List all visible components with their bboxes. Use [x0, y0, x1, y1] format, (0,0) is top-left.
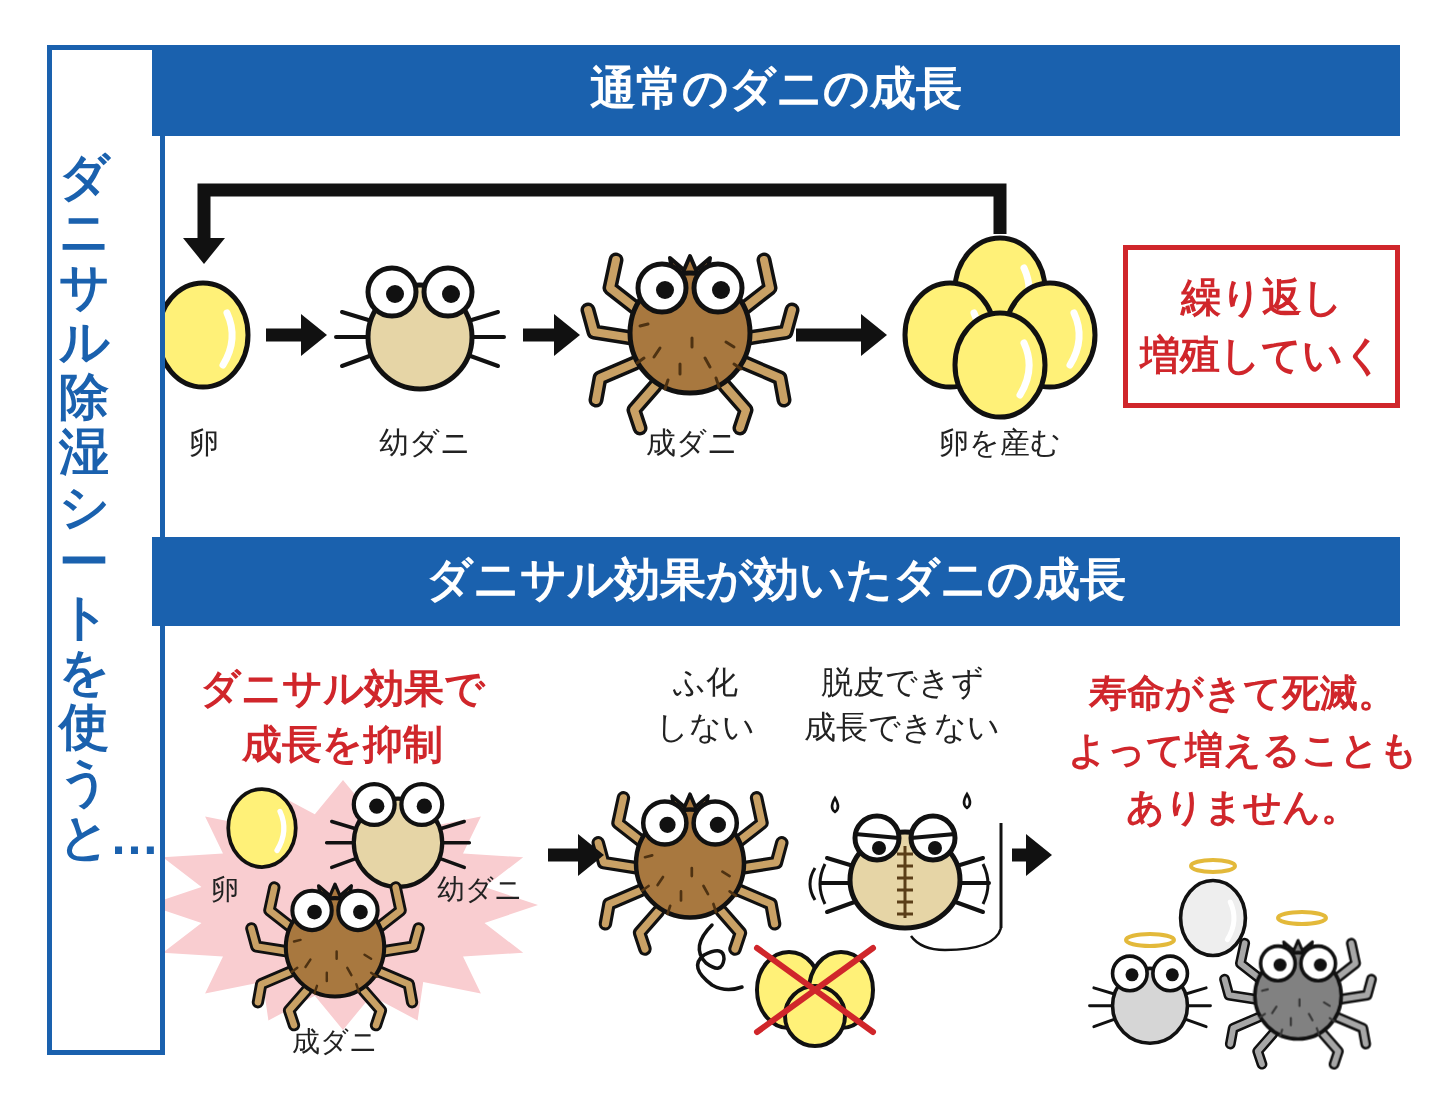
arrow-shaft — [204, 190, 1000, 238]
flow-arrow — [266, 314, 327, 356]
arrow-head — [301, 314, 327, 356]
suppression-group: ダニサル効果で 成長を抑制卵 幼ダニ成ダニ — [145, 660, 540, 1065]
arrow-shaft — [548, 849, 578, 862]
header-band: 通常のダニの成長 — [152, 45, 1400, 136]
heading-text: ダニサル効果が効いたダニの成長 — [166, 537, 1386, 622]
egg-figure — [158, 283, 248, 387]
failed-growth-group: ふ化 しない脱皮できず 成長できない — [612, 660, 1004, 1055]
larva-figure — [327, 784, 470, 887]
adult-stage: 成ダニ — [588, 278, 788, 468]
label-text: 卵 — [154, 423, 254, 462]
egg-cluster — [905, 238, 1095, 417]
arrow-head — [183, 238, 225, 264]
larva-figure — [336, 268, 504, 389]
arrow-shaft — [523, 329, 554, 342]
flow-arrow — [1012, 834, 1052, 876]
heading-text: 繰り返し 増殖していく — [1131, 268, 1393, 384]
label-text: 脱皮できず 成長できない — [800, 660, 1004, 750]
label-text: 幼ダニ — [340, 423, 510, 462]
arrow-shaft — [266, 329, 301, 342]
struggling-larva — [810, 794, 1001, 950]
vertical-title: ダニサル除湿シートを使うと… — [59, 150, 109, 865]
adult-mite-figure — [251, 884, 418, 1025]
egg-laying-stage: 卵を産む — [895, 236, 1105, 468]
label-text: 成ダニ — [602, 423, 782, 462]
egg-stage: 卵 — [150, 270, 258, 468]
arrow-head — [861, 314, 887, 356]
label-text: ふ化 しない — [653, 660, 757, 750]
egg-figure — [228, 789, 296, 867]
header-band: ダニサル効果が効いたダニの成長 — [152, 537, 1400, 626]
flow-arrow — [796, 314, 887, 356]
label-text: 幼ダニ — [425, 872, 535, 908]
adult-mite-figure — [598, 794, 782, 949]
arrow-shaft — [796, 329, 861, 342]
heading-text: ダニサル効果で 成長を抑制 — [147, 660, 537, 772]
flow-arrow — [183, 190, 1000, 264]
larva-stage: 幼ダニ — [335, 278, 515, 468]
flow-arrow — [548, 834, 604, 876]
label-text: 成ダニ — [275, 1024, 395, 1060]
adult-mite-figure — [588, 256, 792, 428]
crossed-eggs — [757, 948, 873, 1046]
label-text: 卵を産む — [900, 423, 1100, 462]
burst — [148, 780, 538, 1030]
flow-arrow — [523, 314, 580, 356]
dead-mites — [1090, 860, 1372, 1064]
label-text: 卵 — [195, 872, 255, 908]
note-box: 繰り返し 増殖していく — [1123, 245, 1400, 408]
arrow-head — [554, 314, 580, 356]
arrow-head — [1026, 834, 1052, 876]
death-group: 寿命がきて死滅。 よって増えることも ありません。 — [1060, 665, 1425, 1060]
heading-text: 通常のダニの成長 — [166, 45, 1386, 132]
arrow-shaft — [1012, 849, 1026, 862]
side-panel: ダニサル除湿シートを使うと… — [47, 45, 165, 1055]
curl-line — [698, 925, 742, 990]
heading-text: 寿命がきて死滅。 よって増えることも ありません。 — [1060, 665, 1425, 836]
arrow-head — [578, 834, 604, 876]
